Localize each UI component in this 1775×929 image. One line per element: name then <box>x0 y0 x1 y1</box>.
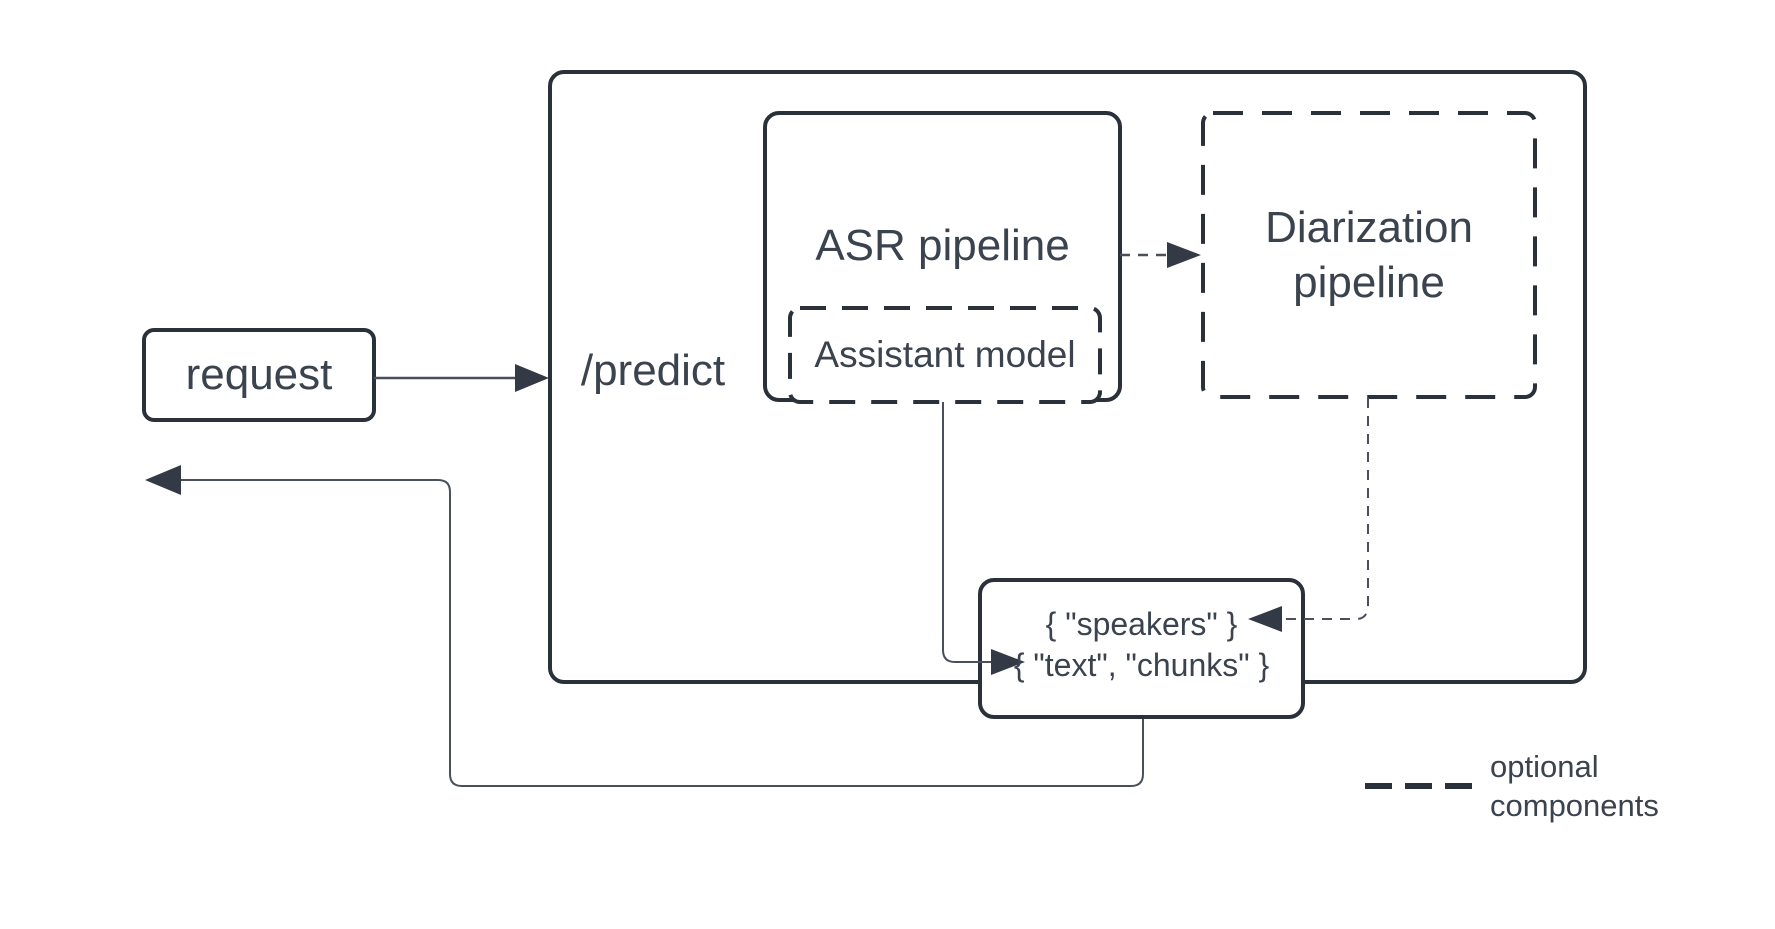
edge-assistant-to-response <box>942 402 991 663</box>
diarization-pipeline-label-text: Diarization pipeline <box>1265 203 1473 307</box>
assistant-model-box <box>788 306 1102 404</box>
arrowhead-asr-to-diarization <box>1167 242 1201 268</box>
edge-diarization-to-response <box>1282 398 1369 620</box>
arrowhead-request-to-predict <box>515 364 549 392</box>
edge-response-to-request <box>178 479 1144 787</box>
request-box <box>142 328 376 422</box>
predict-label: /predict <box>580 346 726 395</box>
asr-pipeline-label: ASR pipeline <box>815 221 1070 270</box>
legend-label: optional components <box>1490 749 1659 823</box>
arrowhead-assistant-to-response <box>991 649 1025 675</box>
arrowhead-response-to-request <box>145 465 181 495</box>
arrowhead-diarization-to-response <box>1248 606 1282 632</box>
diarization-pipeline-box <box>1201 111 1537 399</box>
response-box-content: { "speakers" } { "text", "chunks" } <box>980 580 1303 710</box>
assistant-model-label: Assistant model <box>814 334 1076 375</box>
response-text-chunks-text: { "text", "chunks" } <box>1013 647 1270 683</box>
response-speakers-text: { "speakers" } <box>1045 606 1238 642</box>
request-label: request <box>185 350 333 399</box>
diarization-pipeline-label: Diarization pipeline <box>1203 113 1535 397</box>
response-box <box>978 578 1305 719</box>
